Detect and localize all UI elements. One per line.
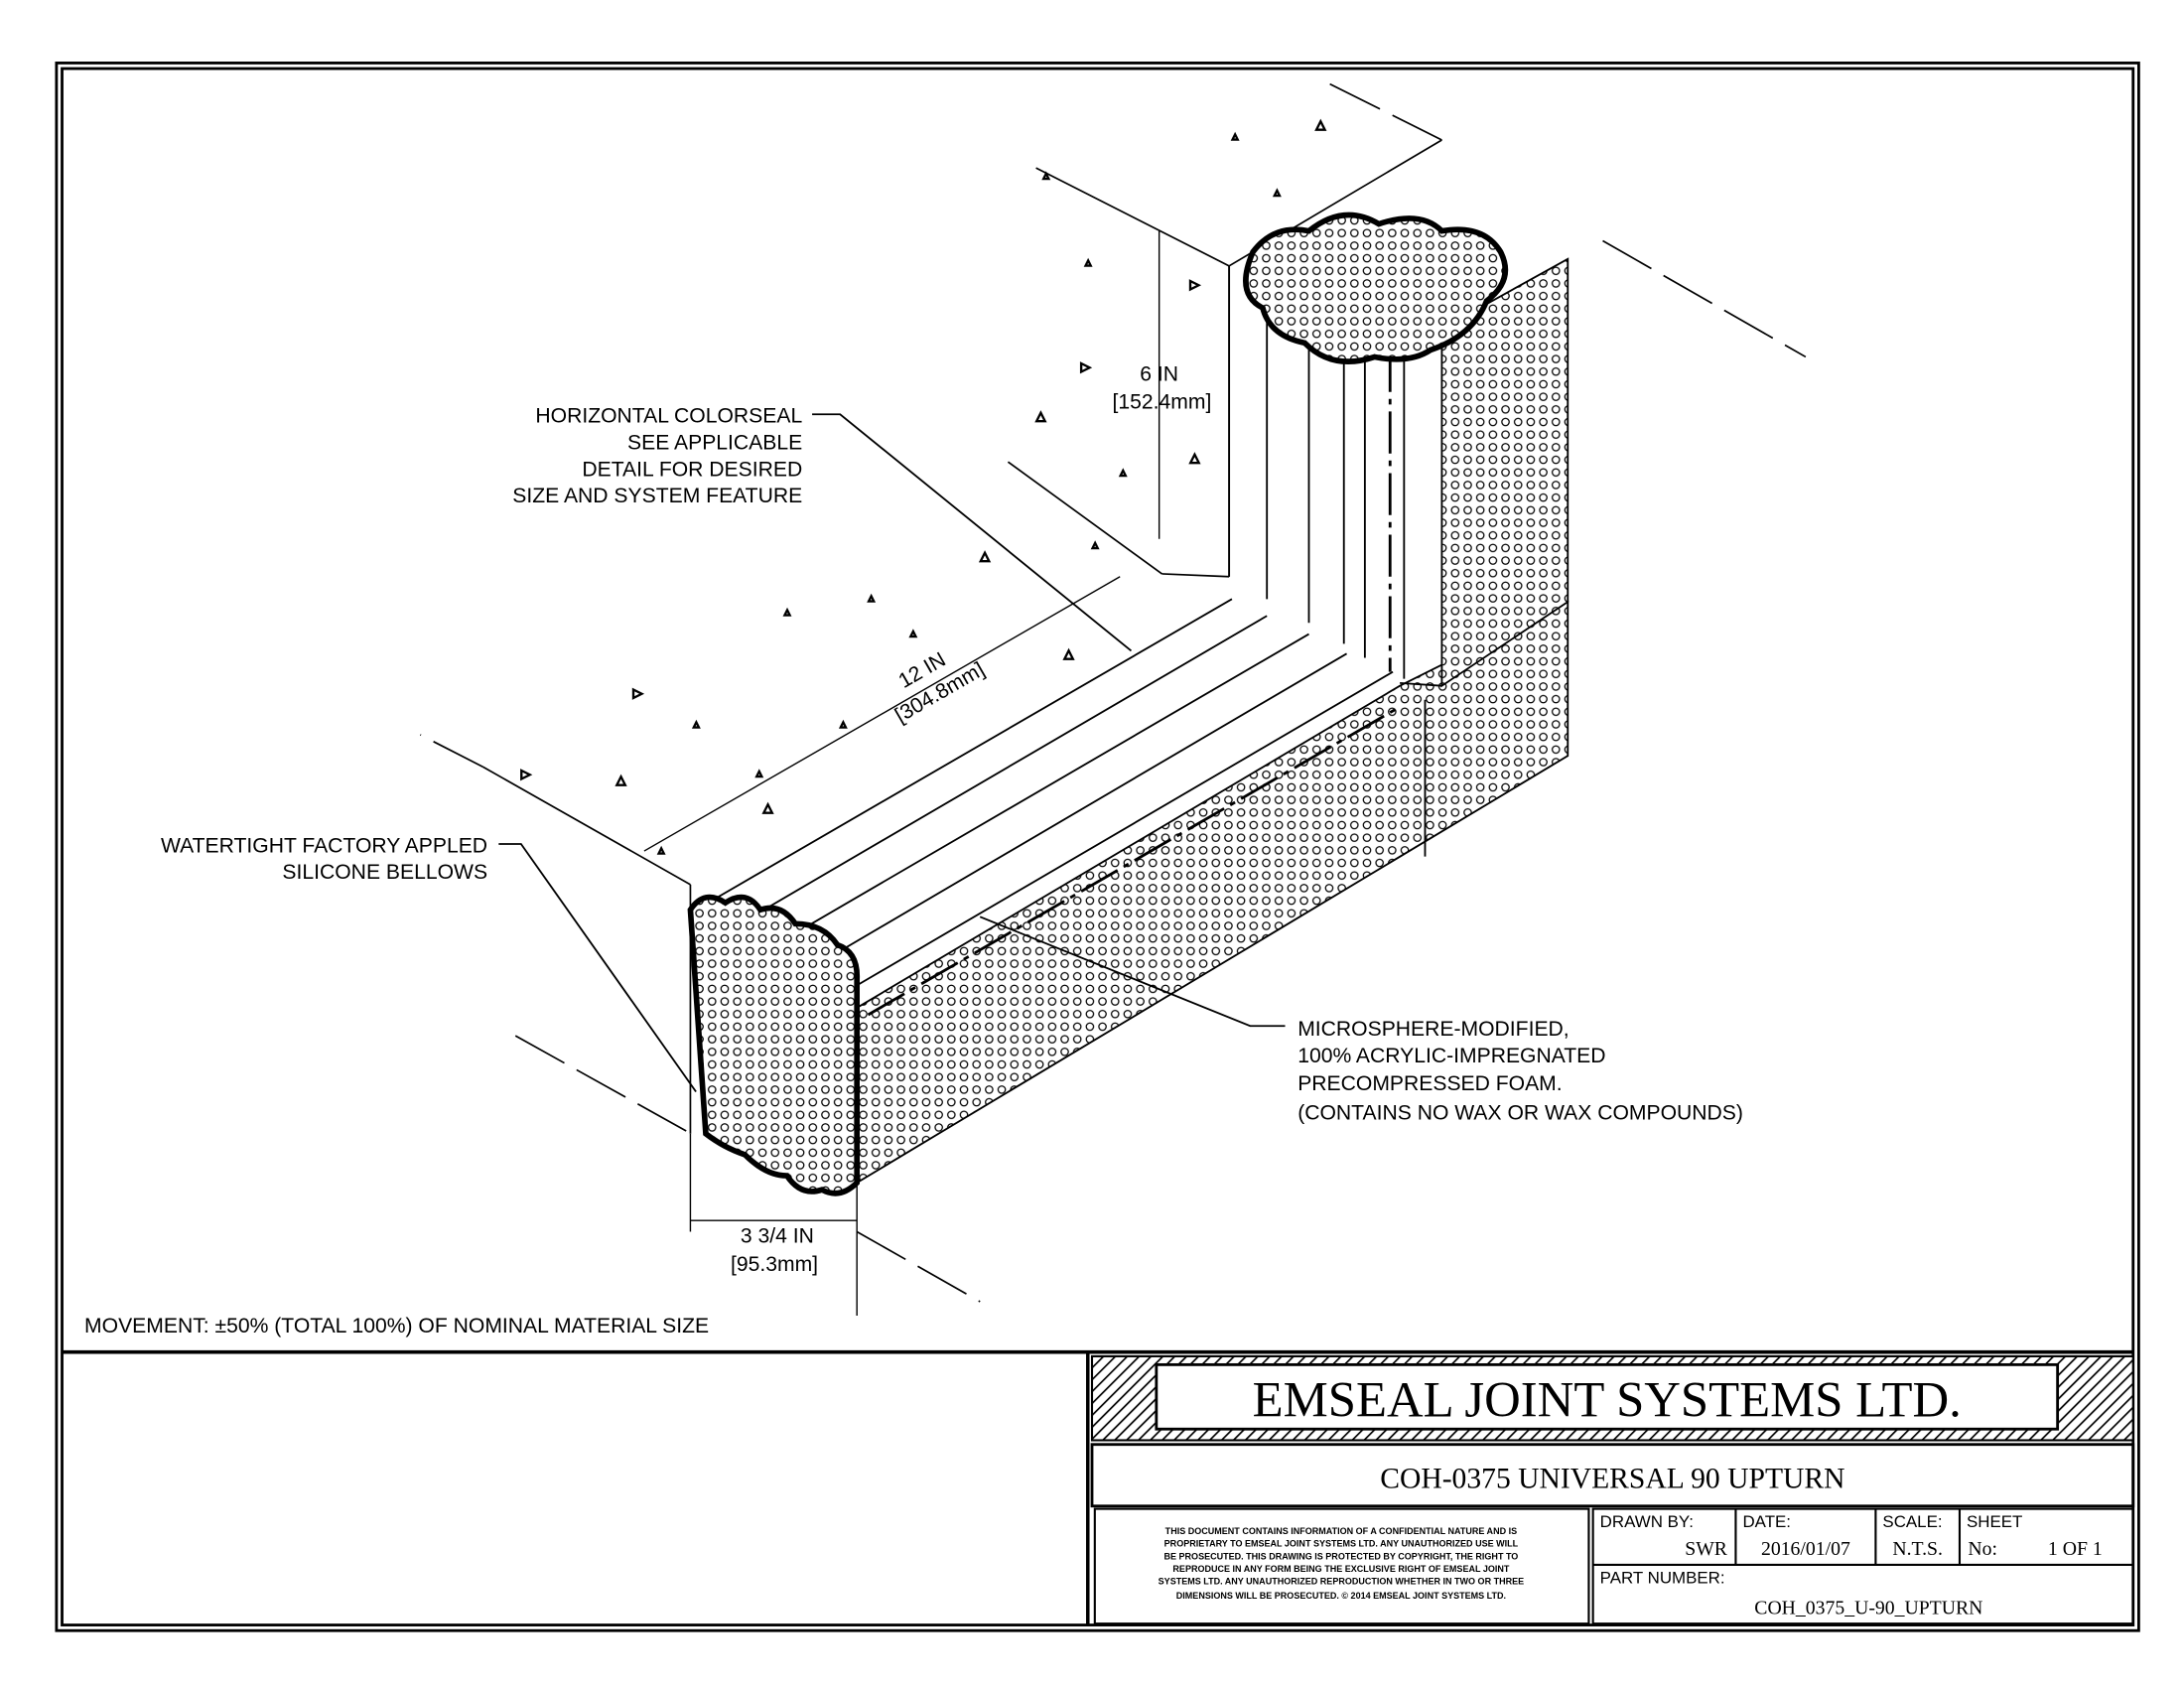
drawn-by-value: SWR <box>1685 1538 1728 1560</box>
company-name: EMSEAL JOINT SYSTEMS LTD. <box>1253 1372 1962 1428</box>
sheet-label: SHEET <box>1967 1512 2022 1531</box>
svg-text:▵: ▵ <box>1085 255 1092 269</box>
concrete-substrate: ▷ ▷ △ ▵ ▵ △ ▵ ▵ ▵ ▵ △ △ ▵ ▵ ▷ ▷ △ ▵ △ ▵ ▵ △ ▵ ▵ <box>482 117 1442 1134</box>
svg-text:(CONTAINS NO WAX OR WAX COMPOU: (CONTAINS NO WAX OR WAX COMPOUNDS) <box>1297 1102 1743 1125</box>
svg-text:HORIZONTAL COLORSEAL: HORIZONTAL COLORSEAL <box>535 405 802 428</box>
svg-text:△: △ <box>763 801 773 815</box>
svg-text:▷: ▷ <box>1190 277 1200 291</box>
sheet-value: 1 OF 1 <box>2048 1538 2103 1560</box>
svg-text:BE PROSECUTED. THIS DRAWING IS: BE PROSECUTED. THIS DRAWING IS PROTECTED… <box>1163 1551 1518 1561</box>
movement-note: MOVEMENT: ±50% (TOTAL 100%) OF NOMINAL M… <box>84 1315 709 1337</box>
svg-text:▵: ▵ <box>658 843 665 857</box>
scale-label: SCALE: <box>1882 1512 1942 1531</box>
svg-text:SEE APPLICABLE: SEE APPLICABLE <box>627 431 802 454</box>
svg-text:100% ACRYLIC-IMPREGNATED: 100% ACRYLIC-IMPREGNATED <box>1297 1045 1605 1067</box>
callout-foam: MICROSPHERE-MODIFIED, 100% ACRYLIC-IMPRE… <box>1297 1018 1743 1125</box>
title-block <box>62 1349 2135 1625</box>
svg-text:PRECOMPRESSED FOAM.: PRECOMPRESSED FOAM. <box>1297 1072 1562 1095</box>
svg-text:SILICONE BELLOWS: SILICONE BELLOWS <box>282 861 487 884</box>
svg-text:▵: ▵ <box>693 717 700 731</box>
svg-text:THIS DOCUMENT CONTAINS INFORMA: THIS DOCUMENT CONTAINS INFORMATION OF A … <box>1165 1526 1517 1536</box>
svg-text:▵: ▵ <box>1120 465 1127 479</box>
svg-text:SIZE AND SYSTEM FEATURE: SIZE AND SYSTEM FEATURE <box>512 485 802 507</box>
svg-text:6 IN: 6 IN <box>1140 362 1178 385</box>
dimension-lines <box>643 230 1160 1317</box>
svg-text:▵: ▵ <box>784 605 791 619</box>
vertical-seal <box>1228 211 1570 688</box>
svg-text:DETAIL FOR DESIRED: DETAIL FOR DESIRED <box>582 458 802 481</box>
part-number-label: PART NUMBER: <box>1600 1568 1725 1587</box>
outer-border <box>55 62 2140 1632</box>
svg-text:SYSTEMS LTD. ANY UNAUTHORIZED: SYSTEMS LTD. ANY UNAUTHORIZED REPRODUCTI… <box>1159 1577 1524 1587</box>
svg-text:▵: ▵ <box>756 766 763 779</box>
svg-text:▵: ▵ <box>1232 129 1239 143</box>
svg-text:△: △ <box>616 773 626 786</box>
callout-horizontal-colorseal: HORIZONTAL COLORSEAL SEE APPLICABLE DETA… <box>512 405 802 507</box>
horizontal-seal <box>687 598 1570 1196</box>
svg-text:REPRODUCE IN ANY FORM BEING TH: REPRODUCE IN ANY FORM BEING THE EXCLUSIV… <box>1172 1564 1509 1574</box>
dimension-width: 3 3/4 IN [95.3mm] <box>731 1225 818 1276</box>
svg-text:▷: ▷ <box>521 768 531 781</box>
date-label: DATE: <box>1742 1512 1791 1531</box>
svg-text:△: △ <box>980 549 990 563</box>
svg-text:[95.3mm]: [95.3mm] <box>731 1253 818 1276</box>
sheet-no-label: No: <box>1968 1538 1997 1560</box>
scale-value: N.T.S. <box>1892 1538 1943 1560</box>
svg-text:▵: ▵ <box>1274 185 1281 199</box>
callout-bellows: WATERTIGHT FACTORY APPLED SILICONE BELLO… <box>161 834 487 884</box>
svg-text:▷: ▷ <box>633 686 643 700</box>
dimension-length: 12 IN [304.8mm] <box>891 648 989 728</box>
svg-text:▵: ▵ <box>1043 168 1050 182</box>
svg-text:▵: ▵ <box>910 626 917 639</box>
part-number-value: COH_0375_U-90_UPTURN <box>1754 1597 1982 1618</box>
drawing-title: COH-0375 UNIVERSAL 90 UPTURN <box>1380 1463 1844 1494</box>
dimension-height: 6 IN [152.4mm] <box>1113 362 1212 413</box>
svg-text:▵: ▵ <box>868 591 875 605</box>
date-value: 2016/01/07 <box>1761 1538 1850 1560</box>
legal-notice: THIS DOCUMENT CONTAINS INFORMATION OF A … <box>1159 1526 1524 1601</box>
inner-border <box>61 67 2135 1626</box>
svg-text:MICROSPHERE-MODIFIED,: MICROSPHERE-MODIFIED, <box>1297 1018 1569 1041</box>
svg-text:▵: ▵ <box>1092 538 1099 552</box>
svg-text:△: △ <box>1036 409 1046 423</box>
svg-text:DIMENSIONS WILL BE PROSECUTED.: DIMENSIONS WILL BE PROSECUTED. © 2014 EM… <box>1176 1591 1506 1601</box>
svg-text:△: △ <box>1064 647 1074 661</box>
svg-text:[152.4mm]: [152.4mm] <box>1113 391 1212 414</box>
svg-text:▷: ▷ <box>1081 360 1091 374</box>
svg-text:3 3/4 IN: 3 3/4 IN <box>741 1225 814 1248</box>
section-lines <box>419 82 1807 1303</box>
svg-text:PROPRIETARY TO EMSEAL JOINT SY: PROPRIETARY TO EMSEAL JOINT SYSTEMS LTD.… <box>1164 1539 1519 1549</box>
drawn-by-label: DRAWN BY: <box>1600 1512 1694 1531</box>
svg-text:WATERTIGHT FACTORY APPLED: WATERTIGHT FACTORY APPLED <box>161 834 487 857</box>
leader-lines <box>498 413 1286 1093</box>
svg-text:△: △ <box>1316 118 1326 132</box>
svg-text:▵: ▵ <box>840 717 847 731</box>
svg-text:△: △ <box>1190 451 1200 465</box>
